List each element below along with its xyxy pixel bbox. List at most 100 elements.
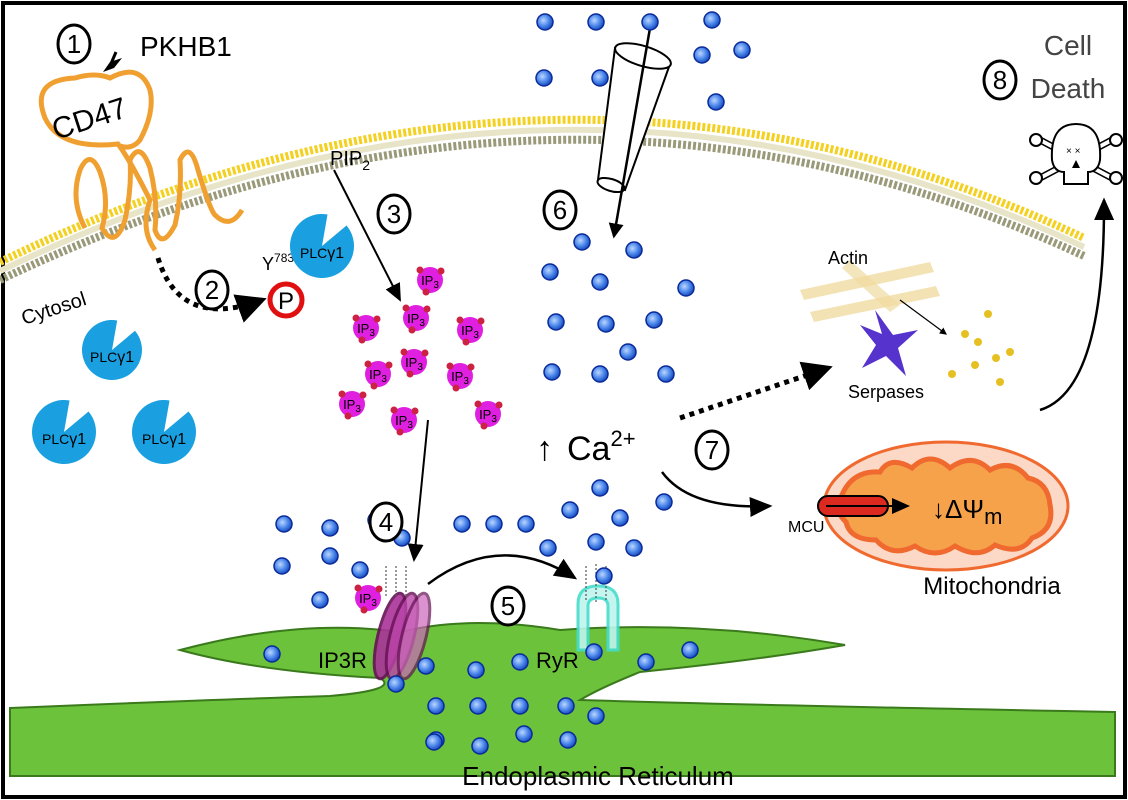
phospho-label: P <box>278 288 294 315</box>
calcium-ion <box>597 315 615 333</box>
calcium-ion <box>469 697 487 715</box>
mito-label: Mitochondria <box>923 573 1061 600</box>
calcium-ion <box>637 653 655 671</box>
calcium-ion <box>511 697 529 715</box>
step-number: 1 <box>67 29 81 59</box>
calcium-ion <box>559 731 577 749</box>
calcium-channel <box>596 27 672 239</box>
pip2-label: PIP2 <box>330 148 370 173</box>
calcium-ion <box>557 697 575 715</box>
plc-gamma1: PLCγ1 <box>290 214 354 278</box>
ip3-molecule: IP3 <box>474 400 503 430</box>
calcium-ion <box>321 547 339 565</box>
calcium-ion <box>561 501 579 519</box>
calcium-ion <box>619 343 637 361</box>
plc-label: PLCγ1 <box>90 349 134 366</box>
calcium-ion <box>311 591 329 609</box>
ip3-label: IP3 <box>479 407 497 425</box>
cell-death-label-1: Cell <box>1044 30 1092 61</box>
ip3-molecule: IP3 <box>354 584 383 614</box>
calcium-ion <box>543 363 561 381</box>
ip3-label: IP3 <box>357 321 375 339</box>
calcium-ion <box>536 13 554 31</box>
er-label: Endoplasmic Reticulum <box>462 761 734 791</box>
serpase-icon <box>860 310 918 376</box>
calcium-ion <box>587 707 605 725</box>
step-marker-2: 2 <box>194 269 230 311</box>
step-marker-1: 1 <box>56 23 92 65</box>
svg-text:× ×: × × <box>1066 146 1081 157</box>
ip3-molecule: IP3 <box>456 316 485 346</box>
ip3-label: IP3 <box>343 397 361 415</box>
calcium-ion <box>655 493 673 511</box>
calcium-ion <box>425 733 443 751</box>
step-number: 6 <box>553 195 567 225</box>
calcium-ion <box>485 515 503 533</box>
ip3-label: IP3 <box>359 591 377 609</box>
step5-arrow <box>427 554 578 586</box>
calcium-ion <box>387 675 405 693</box>
calcium-ion <box>585 643 603 661</box>
step-number: 7 <box>705 435 719 465</box>
actin-label: Actin <box>828 248 868 268</box>
cell-death-label-2: Death <box>1031 73 1106 104</box>
calcium-ion <box>471 737 489 755</box>
step-marker-4: 4 <box>368 501 404 543</box>
plc-gamma1: PLCγ1 <box>132 400 196 464</box>
step-number: 5 <box>501 591 515 621</box>
step-number: 2 <box>205 275 219 305</box>
calcium-ion <box>591 69 609 87</box>
step-number: 4 <box>379 507 393 537</box>
calcium-ion <box>625 241 643 259</box>
calcium-ion <box>467 661 485 679</box>
ip3-molecule: IP3 <box>390 406 419 436</box>
calcium-ion <box>591 365 609 383</box>
ip3-label: IP3 <box>421 273 439 291</box>
step2-arrow <box>155 257 267 323</box>
calcium-ion <box>263 645 281 663</box>
mcu-channel <box>817 495 910 517</box>
calcium-label: ↑Ca2+ <box>536 426 636 468</box>
ip3-molecule: IP3 <box>416 266 445 296</box>
calcium-ion <box>591 479 609 497</box>
ip3-receptor <box>372 591 432 681</box>
ip3-molecule: IP3 <box>400 348 429 378</box>
calcium-ion <box>273 557 291 575</box>
plc-label: PLCγ1 <box>300 245 344 262</box>
ip3-molecule: IP3 <box>402 304 431 334</box>
step7-arrow-mcu <box>660 471 773 517</box>
plc-label: PLCγ1 <box>42 431 86 448</box>
calcium-ion <box>587 533 605 551</box>
ryanodine-receptor <box>576 584 620 652</box>
calcium-ion <box>681 641 699 659</box>
step-marker-8: 8 <box>982 59 1018 101</box>
calcium-ion <box>693 46 711 64</box>
calcium-ion <box>547 313 565 331</box>
ip3-molecule: IP3 <box>352 314 381 344</box>
actin-fragments <box>948 310 1014 386</box>
skull-icon: × × <box>1029 122 1123 185</box>
pkhb1-label: PKHB1 <box>140 31 232 62</box>
serpases-label: Serpases <box>848 382 924 402</box>
ip3-label: IP3 <box>369 367 387 385</box>
ip3-label: IP3 <box>461 323 479 341</box>
calcium-ion <box>453 515 471 533</box>
step-number: 8 <box>993 65 1007 95</box>
calcium-ions <box>263 11 751 755</box>
step7-dotted-arrow <box>679 361 833 421</box>
delta-psi-label: ↓ΔΨm <box>932 494 1002 529</box>
calcium-ion <box>351 561 369 579</box>
ip3-label: IP3 <box>405 355 423 373</box>
calcium-ion <box>733 41 751 59</box>
calcium-ion <box>517 515 535 533</box>
calcium-ion <box>515 725 533 743</box>
ip3-molecule: IP3 <box>364 360 393 390</box>
mitochondria <box>822 440 1070 572</box>
ip3-label: IP3 <box>395 413 413 431</box>
death-arrow <box>1039 197 1115 412</box>
calcium-ion <box>641 13 659 31</box>
calcium-ion <box>541 263 559 281</box>
